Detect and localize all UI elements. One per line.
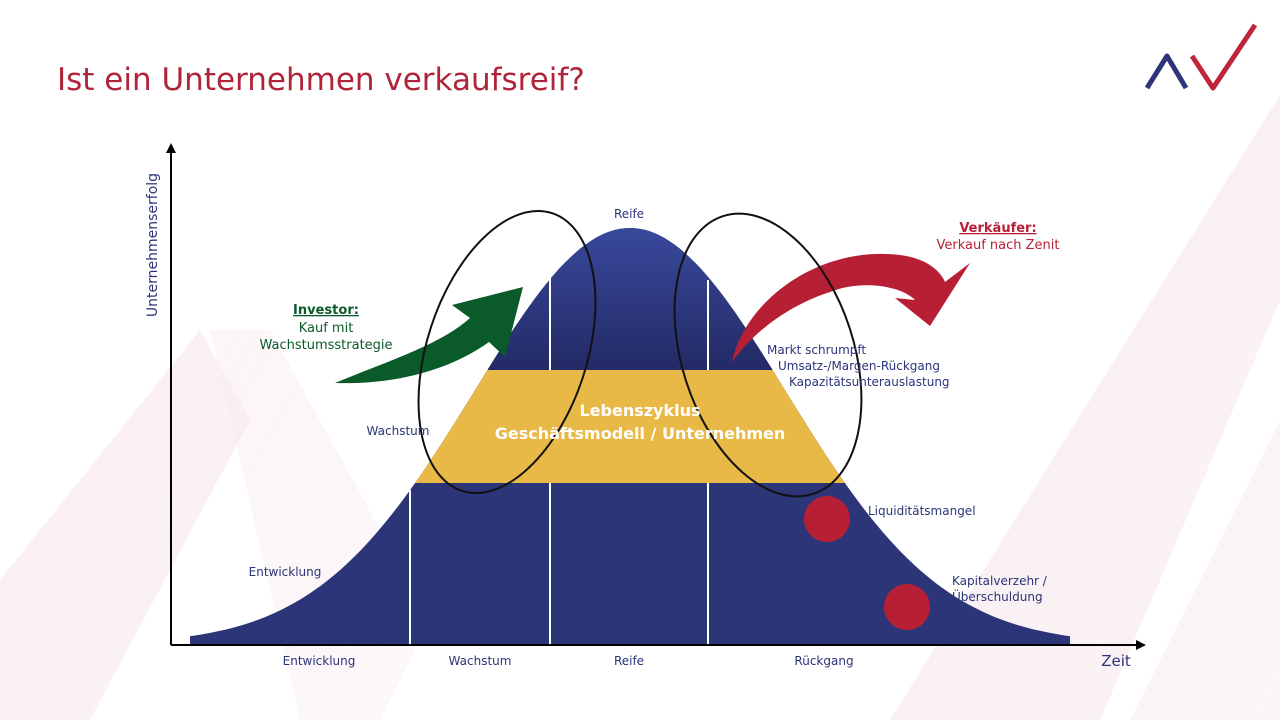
risk-dot-overindebtedness (884, 584, 930, 630)
av-logo (1144, 23, 1258, 91)
phase-label-wachstum: Wachstum (449, 654, 512, 668)
x-axis-arrow-icon (1136, 640, 1146, 650)
x-axis-label: Zeit (1101, 652, 1131, 670)
seller-focus-ellipse (673, 212, 863, 498)
signal-revenue-decline: Umsatz-/Margen-Rückgang (778, 359, 940, 373)
peak-label: Reife (614, 207, 644, 221)
phase-label-reife: Reife (614, 654, 644, 668)
risk-capital-label: Kapitalverzehr / (952, 574, 1048, 588)
growth-label: Wachstum (367, 424, 430, 438)
risk-liquidity-label: Liquiditätsmangel (868, 504, 976, 518)
slide-title: Ist ein Unternehmen verkaufsreif? (57, 62, 585, 98)
background-decoration (0, 95, 1280, 720)
y-axis-arrow-icon (166, 143, 176, 153)
risk-dot-liquidity (804, 496, 850, 542)
y-axis-label: Unternehmenserfolg (145, 173, 161, 317)
band-title: Lebenszyklus (579, 401, 700, 420)
investor-line2: Wachstumsstrategie (259, 338, 392, 353)
band-subtitle: Geschäftsmodell / Unternehmen (495, 424, 786, 443)
investor-line1: Kauf mit (299, 321, 354, 336)
risk-overindebtedness-label: Überschuldung (952, 588, 1043, 604)
signal-underutilization: Kapazitätsunterauslastung (789, 375, 950, 389)
investor-arrow-icon (335, 287, 523, 384)
seller-line1: Verkauf nach Zenit (936, 238, 1059, 253)
phase-dividers (409, 278, 709, 644)
investor-focus-ellipse (417, 209, 597, 495)
investor-heading: Investor: (293, 303, 359, 318)
development-label: Entwicklung (249, 565, 322, 579)
axes (170, 150, 1138, 646)
seller-arrow-icon (732, 253, 970, 362)
seller-heading: Verkäufer: (959, 221, 1036, 236)
phase-label-rueckgang: Rückgang (794, 654, 853, 668)
phase-label-entwicklung: Entwicklung (283, 654, 356, 668)
signal-market-shrinks: Markt schrumpft (767, 343, 866, 357)
